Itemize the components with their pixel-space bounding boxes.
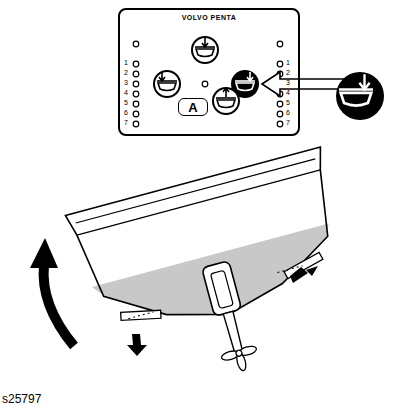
scale-number: 1 (124, 59, 128, 66)
scale-number: 7 (124, 119, 128, 126)
scale-number: 5 (286, 99, 290, 106)
scale-number: 3 (124, 79, 128, 86)
panel-buttons (154, 37, 258, 114)
scale-number: 1 (286, 59, 290, 66)
heel-arrow (30, 238, 74, 346)
scale-number: 5 (124, 99, 128, 106)
scale-number: 6 (286, 109, 290, 116)
figure-code: s25797 (2, 393, 41, 405)
scale-number: 6 (124, 109, 128, 116)
scale-number: 4 (286, 89, 290, 96)
scale-number: 4 (124, 89, 128, 96)
scale-number: 2 (124, 69, 128, 76)
auto-button: A (178, 98, 208, 116)
tab-arrows (127, 266, 318, 356)
trim-tabs (117, 252, 326, 329)
button-label: A (188, 100, 197, 115)
scale-number: 3 (286, 79, 290, 86)
pointer-arrow (262, 72, 384, 120)
scale-number: 7 (286, 119, 290, 126)
boat-hull (65, 147, 371, 405)
brand-name: VOLVO PENTA (182, 14, 237, 21)
scale-number: 2 (286, 69, 290, 76)
propeller (221, 345, 261, 376)
control-panel: VOLVO PENTA A (118, 8, 300, 136)
